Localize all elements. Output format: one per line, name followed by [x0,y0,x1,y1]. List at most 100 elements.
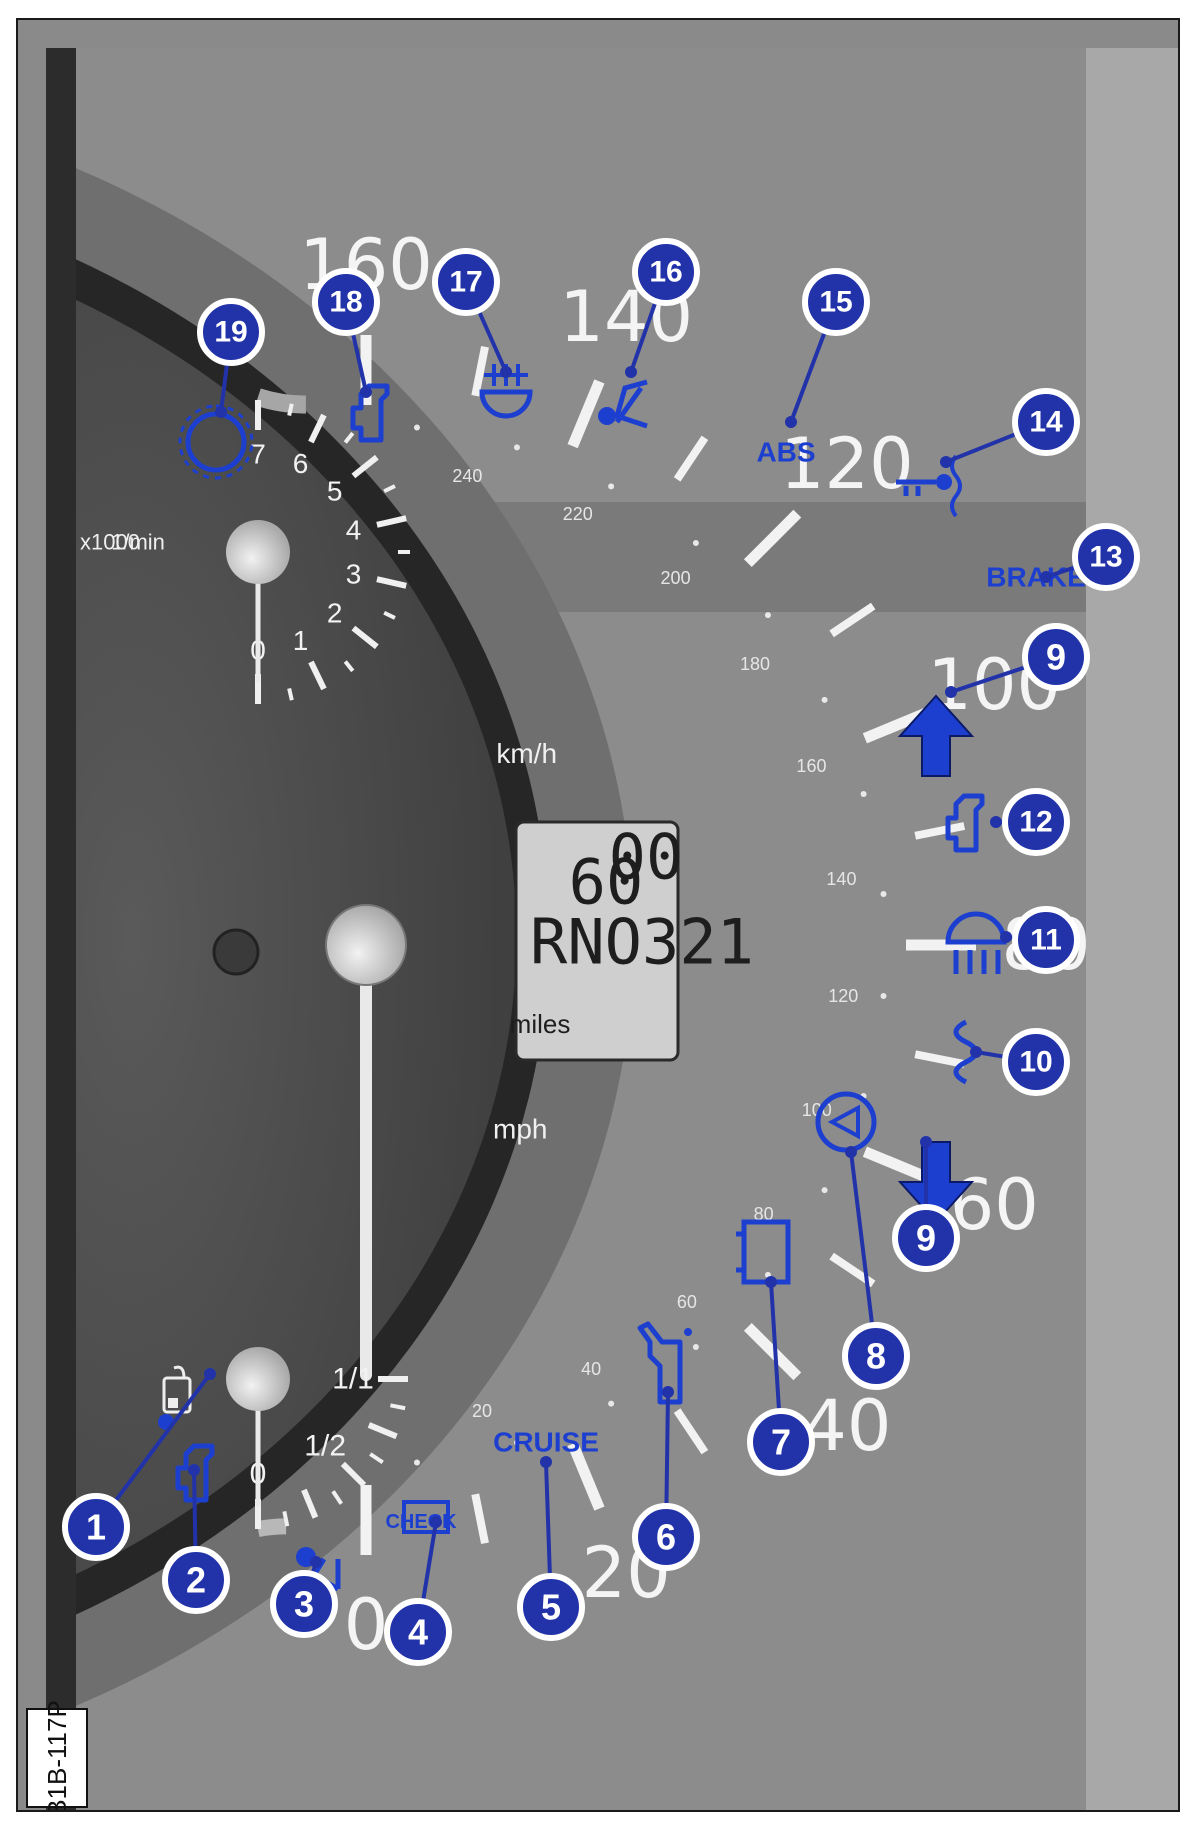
kmh-minor-dot [821,696,828,703]
callout-number-9: 9 [916,1218,936,1259]
fuel-tick [331,1490,343,1505]
turn-right-arrow-icon-shape [897,694,975,777]
mph-tick-90 [914,822,966,840]
unit-kmh-label: km/h [496,738,557,769]
callout-leader-8 [849,1151,878,1357]
callout-marker-18 [432,248,500,316]
callout-leader-end-10 [970,1046,982,1058]
callout-marker-9 [892,1204,960,1272]
kmh-label-240: 240 [452,466,482,486]
kmh-label-60: 60 [677,1292,697,1312]
fuel-tick [369,1452,384,1464]
coolant-icon-bulb [936,474,952,490]
callout-leader-end-20 [215,406,227,418]
tach-label-7: 7 [250,439,266,470]
callout-leader-end-2 [188,1464,200,1476]
check-icon-box [402,1500,450,1534]
kmh-minor-dot [608,483,615,490]
figure-frame: 0204060801001201401602040608010012014016… [16,18,1180,1812]
kmh-minor-dot [821,1187,828,1194]
callout-number-10: 10 [1019,1046,1052,1079]
check-icon [402,1500,450,1534]
fuel-tick [340,1461,367,1488]
callout-number-4: 4 [408,1612,428,1653]
kmh-label-160: 160 [796,756,826,776]
tach-label-6: 6 [293,448,309,479]
odometer-line3: 00 [609,821,684,894]
brake-text: BRAKE [986,562,1086,593]
figure-id-box: B1B-117P [26,1700,88,1810]
fuel-tick [282,1511,290,1527]
odometer-line1: RNO321 [530,906,754,979]
speed-needle-hub [325,904,407,986]
kmh-minor-dot [413,424,420,431]
mph-tick-130 [673,435,709,482]
callout-leader-end-6 [662,1386,674,1398]
tach-redline-zone [255,388,307,414]
top-shadow [46,48,76,1810]
kmh-label-140: 140 [826,869,856,889]
tach-tick [343,660,355,673]
callout-marker-5 [517,1573,585,1641]
oil-pressure-icon-drop [684,1328,692,1336]
callout-leader-end-18 [500,366,512,378]
seatbelt-icon-body [613,379,648,429]
high-beam-icon-rays [953,950,1001,974]
callout-marker-16 [802,268,870,336]
engine-icon-2-outline [175,1443,215,1503]
callout-leader-end-19 [360,386,372,398]
kmh-minor-dot [608,1400,615,1407]
callout-marker-1 [62,1493,130,1561]
kmh-minor-dot [692,540,699,547]
unit-mph-label: mph [493,1113,547,1144]
callout-number-1: 1 [86,1507,106,1548]
mph-tick-120 [743,509,802,568]
callout-marker-2 [162,1546,230,1614]
callout-marker-17 [632,238,700,306]
oil-pressure-icon [637,1321,692,1405]
tach-needle-hub [226,520,290,584]
callout-leader-end-3 [310,1556,322,1568]
callout-number-5: 5 [541,1587,561,1628]
callout-leader-end-7 [765,1276,777,1288]
mph-tick-70 [914,1050,966,1068]
callout-marker-10 [1002,1028,1070,1096]
callout-marker-13 [1022,623,1090,691]
coolant-icon-waves [950,454,962,518]
turn-left-arrow-icon [897,1141,975,1224]
kmh-label-180: 180 [740,654,770,674]
callout-marker-6 [632,1503,700,1571]
kmh-minor-dot [692,1343,699,1350]
callout-leader-end-15 [940,456,952,468]
callout-leader-end-16 [785,416,797,428]
kmh-label-80: 80 [754,1204,774,1224]
fuel-tick [367,1422,398,1440]
brake-pad-icon-pads [178,404,254,480]
kmh-minor-dot [413,1459,420,1466]
seatbelt-icon-head [598,407,616,425]
callout-leader-end-12 [990,816,1002,828]
engine-icon-2 [175,1443,215,1503]
fuel-pump-icon-body [162,1376,192,1414]
callout-marker-11 [1012,906,1080,974]
mph-label-60: 60 [950,1164,1039,1246]
mph-tick-60 [862,1146,932,1184]
callout-marker-7 [747,1408,815,1476]
tach-tick [383,610,396,620]
engine-icon-12-outline [945,793,985,853]
fuel-label-1: 1/2 [304,1430,346,1463]
callout-marker-8 [842,1322,910,1390]
rear-fog-icon-lamp [479,389,533,419]
tach-label-4: 4 [346,515,362,546]
fuel-pump-icon-hose [173,1365,186,1379]
callout-marker-3 [270,1570,338,1638]
battery-icon-terminals [736,1231,744,1273]
tach-tick [351,625,379,650]
tach-label-1: 1 [293,625,309,656]
kmh-label-120: 120 [828,986,858,1006]
kmh-label-200: 200 [661,568,691,588]
callout-number-14: 13 [1089,541,1122,574]
tach-label-3: 3 [346,558,362,589]
mph-tick-40 [743,1322,802,1381]
dial-face [46,282,517,1592]
